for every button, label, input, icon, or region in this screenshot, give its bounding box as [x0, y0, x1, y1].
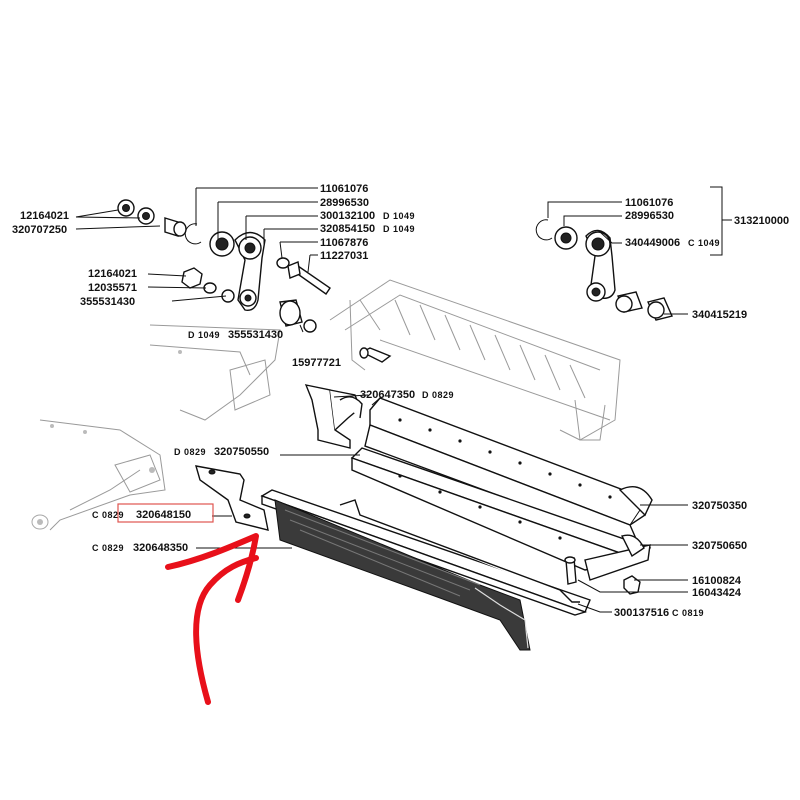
label-15977721: 15977721 [292, 357, 341, 369]
label-355531430-b: 355531430 [228, 329, 283, 341]
code-d1049-a: D 1049 [383, 211, 415, 221]
part-labels: 11061076 28996530 300132100 D 1049 32085… [12, 183, 789, 619]
label-16100824: 16100824 [692, 575, 742, 587]
label-340449006: 340449006 [625, 237, 680, 249]
label-320750550: 320750550 [214, 446, 269, 458]
label-320648150: 320648150 [136, 509, 191, 521]
label-11227031: 11227031 [320, 250, 368, 262]
label-300137516: 300137516 [614, 607, 669, 619]
right-bearing-assembly [535, 219, 673, 321]
rubber-flap-320648350 [274, 499, 531, 651]
label-28996530-left: 28996530 [320, 197, 369, 209]
code-c1049: C 1049 [688, 238, 720, 248]
label-320648350: 320648350 [133, 542, 188, 554]
label-320750350: 320750350 [692, 500, 747, 512]
bracket-320648150 [195, 465, 269, 531]
label-12164021-a: 12164021 [20, 210, 69, 222]
code-c0829-a: C 0829 [92, 510, 124, 520]
rail-320750650 [584, 534, 651, 581]
label-11067876: 11067876 [320, 237, 368, 249]
label-16043424: 16043424 [692, 587, 742, 599]
code-d0829-a: D 0829 [422, 390, 454, 400]
label-28996530-right: 28996530 [625, 210, 674, 222]
label-320750650: 320750650 [692, 540, 747, 552]
leader-lines [75, 186, 732, 613]
red-annotation-arrow [165, 533, 259, 705]
label-320854150: 320854150 [320, 223, 375, 235]
strip-300137516 [260, 489, 591, 616]
label-313210000: 313210000 [734, 215, 789, 227]
label-11061076-right: 11061076 [625, 197, 673, 209]
label-320647350: 320647350 [360, 389, 415, 401]
label-300132100: 300132100 [320, 210, 375, 222]
code-d1049-c: D 1049 [188, 330, 220, 340]
code-d0829-b: D 0829 [174, 447, 206, 457]
label-11061076-left: 11061076 [320, 183, 368, 195]
upper-bracket-320647350 [304, 384, 363, 449]
code-d1049-b: D 1049 [383, 224, 415, 234]
code-c0819: C 0819 [672, 608, 704, 618]
label-320707250: 320707250 [12, 224, 67, 236]
rail-320750350 [364, 397, 653, 550]
background-frame-sketch [31, 279, 621, 531]
highlight-box [117, 503, 214, 523]
label-12164021-b: 12164021 [88, 268, 137, 280]
label-12035571: 12035571 [88, 282, 137, 294]
label-340415219: 340415219 [692, 309, 747, 321]
left-bearing-assembly [117, 199, 392, 363]
label-355531430-a: 355531430 [80, 296, 135, 308]
code-c0829-b: C 0829 [92, 543, 124, 553]
